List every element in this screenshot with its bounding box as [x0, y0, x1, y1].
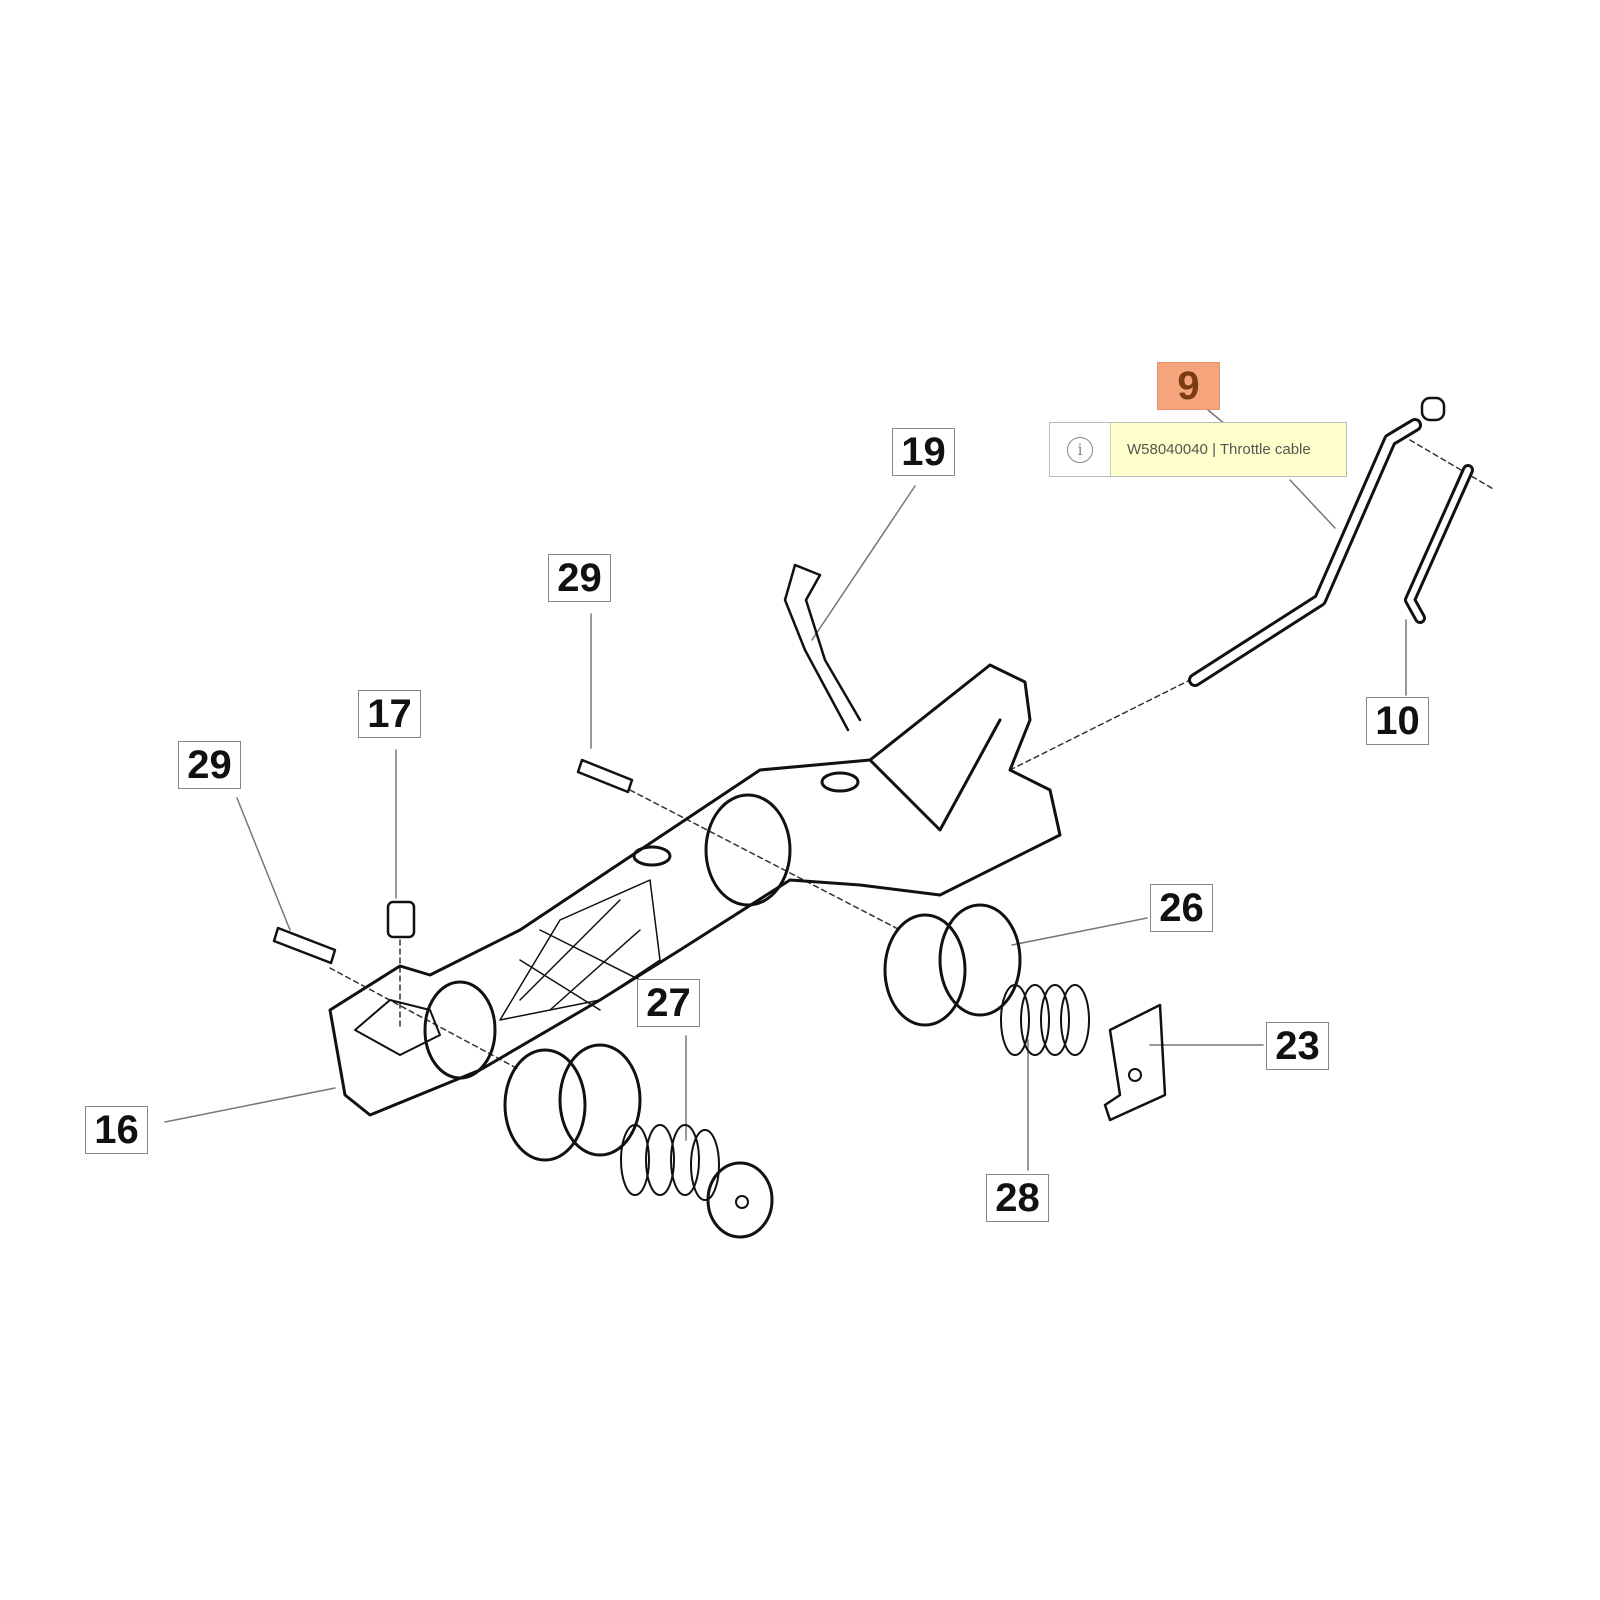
leader-lines: [164, 409, 1407, 1171]
callout-17[interactable]: 17: [358, 690, 421, 738]
callout-16[interactable]: 16: [85, 1106, 148, 1154]
info-icon: i: [1050, 423, 1111, 476]
bracket: [1103, 1003, 1167, 1122]
spring-27: [620, 1124, 720, 1201]
callout-29-left[interactable]: 29: [178, 741, 241, 789]
spring-28: [1000, 984, 1090, 1056]
callout-19[interactable]: 19: [892, 428, 955, 476]
bushing-27: [503, 1043, 642, 1162]
bushing-26: [883, 903, 1022, 1027]
callout-27[interactable]: 27: [637, 979, 700, 1027]
lever-body: [328, 663, 1062, 1117]
callout-29-upper[interactable]: 29: [548, 554, 611, 602]
callout-9[interactable]: 9: [1157, 362, 1220, 410]
nut: [386, 900, 416, 939]
axis-lines: [329, 439, 1496, 1071]
callout-28[interactable]: 28: [986, 1174, 1049, 1222]
callout-26[interactable]: 26: [1150, 884, 1213, 932]
spring-clip: [783, 563, 862, 732]
callout-23[interactable]: 23: [1266, 1022, 1329, 1070]
info-symbol: i: [1067, 436, 1093, 463]
tooltip-text: W58040040 | Throttle cable: [1127, 441, 1311, 458]
part-tooltip: i W58040040 | Throttle cable: [1049, 422, 1347, 477]
washer: [706, 1161, 774, 1239]
screws: [272, 758, 634, 965]
callout-10[interactable]: 10: [1366, 697, 1429, 745]
